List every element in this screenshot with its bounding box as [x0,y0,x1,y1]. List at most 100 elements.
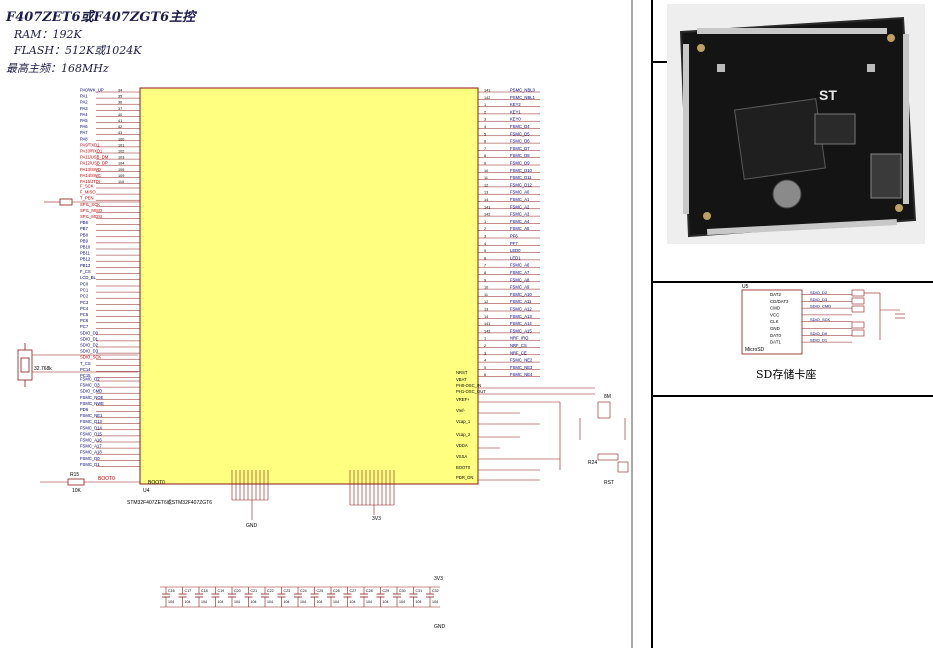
cap-value: 104 [333,600,339,604]
left-net-label: PA11/USB_DM [80,155,109,160]
right-pin-number: 14 [484,198,488,202]
page-title: F407ZET6或F407ZGT6主控 [6,10,196,25]
left-net-label: PA2 [80,100,88,105]
right-pin-number: 8 [484,271,486,275]
power-pin-label: PH0-OSC_IN [456,383,481,388]
crystal-y1 [17,343,138,387]
left-net-label: PC3 [80,300,89,305]
left-pin-number: 105 [118,168,124,172]
sd-net-label: SDIO_D2 [810,290,828,295]
right-pin-number: 141 [484,322,490,326]
cap-ref: C24 [300,589,307,593]
right-pin-number: 142 [484,96,490,100]
right-net-label: FSMC_A9 [510,285,530,290]
right-net-label: NRF_IRQ [510,336,529,341]
boot-resistor-value: 10K [72,488,82,494]
crystal-y2-value: 8M [604,394,611,400]
right-pin-number: 142 [484,213,490,217]
left-net-label: PC5 [80,312,89,317]
st-logo: ST [819,87,837,103]
left-net-label: PB6 [80,220,89,225]
left-pin-number: 41 [118,119,122,123]
left-net-label: PC4 [80,306,89,311]
left-net-label: SDIO_D2 [80,343,99,348]
right-net-label: FSMC_NE3 [510,365,533,370]
left-pin-number: 40 [118,113,122,117]
left-net-label: F_CS [80,269,91,274]
left-net-label: SPI1_MOSI [80,214,102,219]
bottom-gnd-bundle [231,470,269,520]
decoupling-caps: C16104C17104C18104C19104C20104C21104C221… [162,587,439,607]
right-pin-number: 5 [484,366,486,370]
right-pin-number: 7 [484,147,486,151]
left-net-label: T_CS [80,361,91,366]
left-net-label: F_MISO [80,190,96,195]
cap-ref: C26 [333,589,340,593]
cap-ref: C29 [383,589,390,593]
right-pin-number: 9 [484,278,486,282]
left-pin-number: 34 [118,89,122,93]
left-net-label: PA1 [80,94,88,99]
cap-value: 104 [399,600,405,604]
sd-pin-group: DAT2CD/DAT3CMDVCCCLKGNDDAT0DAT1SDIO_D2SD… [770,290,852,345]
left-net-label: PC2 [80,294,89,299]
tpen-resistor [44,198,140,206]
mcu-right-pins: PSMC_NBL0141PSMC_NBL1142KEY21KEY12KEY03F… [478,88,540,377]
cap-value: 104 [267,600,273,604]
right-net-label: FSMC_A8 [510,277,530,282]
cap-value: 104 [234,600,240,604]
right-net-label: KEY1 [510,109,521,114]
right-net-label: FSMC_A4 [510,219,530,224]
left-net-label: FSMC_D13 [80,419,103,424]
right-net-label: FSMC_D12 [510,182,533,187]
right-net-label: FSMC_A0 [510,190,530,195]
right-net-label: NRF_CE [510,350,527,355]
vcc-3v3-label: 3V3 [372,516,381,522]
mcu-boot-label: BOOT0 [148,480,165,486]
right-pin-number: 5 [484,132,486,136]
left-net-label: SDIO_D3 [80,349,99,354]
left-net-label: PD6 [80,407,89,412]
right-net-label: PF6 [510,234,518,239]
right-net-label: PSMC_NBL1 [510,95,536,100]
left-net-label: PB12 [80,257,91,262]
left-net-label: FSMC_NWE [80,401,104,406]
sd-part: MicroSD [745,347,765,353]
cap-ref: C18 [201,589,208,593]
right-pin-number: 3 [484,118,486,122]
right-pin-number: 2 [484,227,486,231]
left-net-label: FSMC_D15 [80,431,103,436]
sd-pin-name: CLK [770,319,779,324]
gnd-label: GND [246,523,258,529]
right-pin-number: 5 [484,249,486,253]
right-net-label: FSMC_A3 [510,212,530,217]
sd-pullups [851,289,905,340]
left-pin-number: 101 [118,143,124,147]
left-net-label: PC15 [80,373,91,378]
cap-ref: C17 [185,589,192,593]
cap-value: 104 [317,600,323,604]
left-net-label: PA15/JTDI [80,179,100,184]
right-net-label: FSMC_D10 [510,168,533,173]
reset-button-label: RST [604,480,614,486]
right-pin-number: 1 [484,103,486,107]
sd-socket-body [741,289,803,355]
usb-connector [870,153,902,199]
right-pin-number: 8 [484,154,486,158]
right-net-label: FSMC_NE4 [510,372,533,377]
mcu-body [139,87,479,485]
right-pin-number: 13 [484,308,488,312]
left-net-label: FSMC_A17 [80,444,102,449]
left-net-label: T_PEN [80,196,94,201]
cap-value: 104 [416,600,422,604]
cap-value: 104 [432,600,438,604]
left-net-label: SPI1_MISO [80,208,103,213]
left-net-label: PA14/SWC [80,173,101,178]
left-net-label: FSMC_D3 [80,383,100,388]
right-pin-number: 12 [484,300,488,304]
right-pin-number: 141 [484,89,490,93]
right-net-label: FSMC_A15 [510,328,532,333]
right-pin-number: 2 [484,110,486,114]
sd-pin-name: DAT2 [770,292,781,297]
left-net-label: PA0/WK_UP [80,88,104,93]
